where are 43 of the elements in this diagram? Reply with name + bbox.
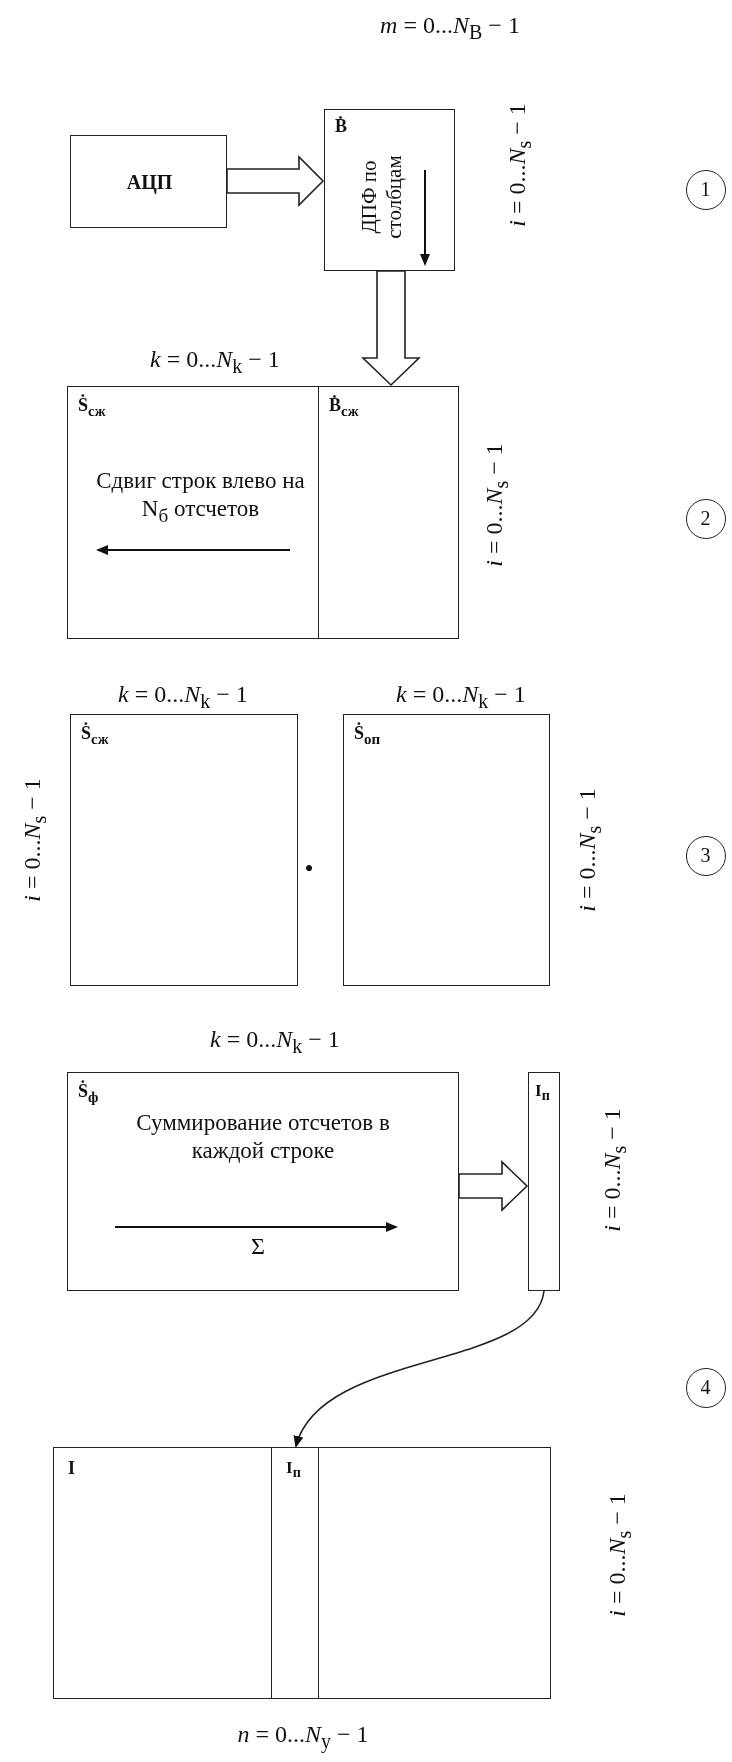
matrix-symbol: Ṡ$_{сж}$ (78, 395, 106, 420)
curved-arrow (295, 1290, 545, 1448)
vector-symbol: I$_{п}$ (286, 1457, 301, 1481)
matrix-box (67, 386, 319, 639)
index-range-label: n = 0...N$_{y}$ − 1 (237, 1721, 369, 1753)
step-number-circle (686, 1368, 726, 1408)
block-arrow (226, 155, 325, 207)
index-range-label: k = 0...N$_{k}$ − 1 (118, 681, 248, 713)
step-number: 4 (699, 1375, 712, 1400)
matrix-symbol: I (68, 1458, 75, 1479)
matrix-symbol: Ḃ$_{сж}$ (329, 395, 359, 420)
step-number-circle (686, 170, 726, 210)
matrix-symbol: Ṡ$_{оп}$ (354, 723, 381, 748)
process-description: Суммирование отсчетов в каждой строке (135, 1109, 391, 1165)
column-strip (271, 1446, 319, 1699)
index-range-label: k = 0...N$_{k}$ − 1 (210, 1026, 340, 1058)
step-number: 3 (699, 843, 712, 868)
process-description: ДПФ по столбцам (357, 154, 407, 241)
process-label: АЦП (125, 170, 174, 196)
block-arrow (458, 1160, 529, 1212)
sum-symbol: Σ (251, 1233, 265, 1260)
matrix-symbol: Ṡ$_{ф}$ (78, 1081, 99, 1106)
block-arrow (361, 270, 421, 387)
matrix-symbol: Ḃ (335, 116, 347, 137)
index-range-label: k = 0...N$_{k}$ − 1 (150, 346, 280, 378)
step-number-circle (686, 836, 726, 876)
index-range-label: m = 0...N$_{B}$ − 1 (380, 12, 520, 44)
matrix-box (318, 386, 459, 639)
vector-symbol: I$_{п}$ (535, 1081, 550, 1105)
matrix-box (70, 714, 298, 986)
matrix-box (324, 109, 455, 271)
matrix-symbol: Ṡ$_{сж}$ (81, 723, 109, 748)
matrix-box (67, 1072, 459, 1291)
step-number-circle (686, 499, 726, 539)
matrix-box (53, 1447, 551, 1699)
matrix-box (343, 714, 550, 986)
process-box (70, 135, 227, 228)
index-range-label: k = 0...N$_{k}$ − 1 (396, 681, 526, 713)
column-strip (528, 1072, 560, 1291)
step-number: 1 (699, 177, 712, 202)
multiplication-dot: • (304, 854, 314, 884)
step-number: 2 (699, 506, 712, 531)
process-description: Сдвиг строк влево на N$_{б}$ отсчетов (95, 467, 306, 528)
